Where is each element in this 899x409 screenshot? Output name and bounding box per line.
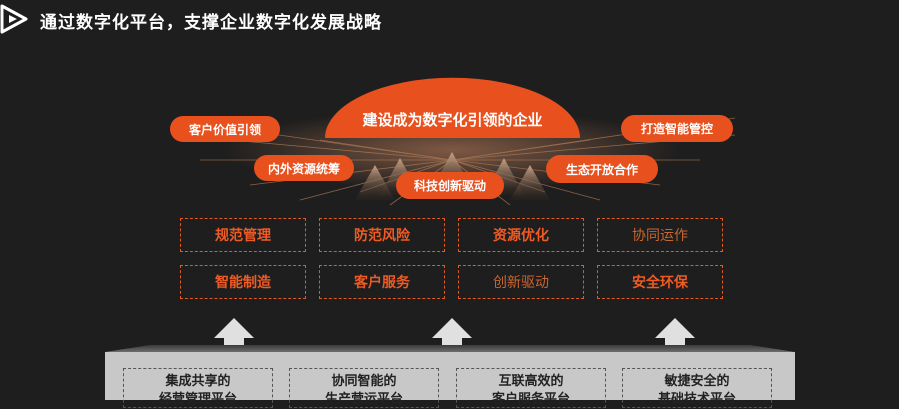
- platform-line1: 集成共享的: [165, 374, 231, 389]
- page-title: 通过数字化平台，支撑企业数字化发展战略: [40, 13, 382, 33]
- platform-box: 协同智能的 生产营运平台: [289, 368, 439, 408]
- platform-line2: 客户服务平台: [491, 392, 570, 407]
- capability-box: 智能制造: [180, 265, 306, 299]
- platform-line2: 生产营运平台: [324, 392, 403, 407]
- platform-line1: 互联高效的: [498, 374, 564, 389]
- play-triangle-icon: [0, 4, 28, 34]
- platform-line2: 经营管理平台: [158, 392, 237, 407]
- ellipse-smart-control: 打造智能管控: [621, 115, 733, 142]
- capability-box: 安全环保: [597, 265, 723, 299]
- capability-box: 资源优化: [458, 218, 584, 252]
- platform-line2: 基础技术平台: [657, 392, 736, 407]
- capability-box: 规范管理: [180, 218, 306, 252]
- capability-box: 创新驱动: [458, 265, 584, 299]
- ellipse-customer-value: 客户价值引领: [170, 116, 280, 142]
- platform-box: 集成共享的 经营管理平台: [123, 368, 273, 408]
- platform-box: 互联高效的 客户服务平台: [456, 368, 606, 408]
- strategy-diagram: 通过数字化平台，支撑企业数字化发展战略: [0, 4, 795, 408]
- capability-box: 协同运作: [597, 218, 723, 252]
- platform-line1: 敏捷安全的: [664, 374, 730, 389]
- ellipse-ecosystem: 生态开放合作: [546, 155, 658, 183]
- ellipse-resource: 内外资源统筹: [254, 155, 354, 181]
- platform-top: [105, 345, 795, 352]
- diagram-graphics: [105, 77, 795, 400]
- platform-box: 敏捷安全的 基础技术平台: [622, 368, 772, 408]
- platform-front: [105, 352, 795, 400]
- goal-dome: [325, 77, 580, 138]
- capability-box: 防范风险: [319, 218, 445, 252]
- goal-label: 建设成为数字化引领的企业: [362, 110, 543, 129]
- capability-box: 客户服务: [319, 265, 445, 299]
- ellipse-tech: 科技创新驱动: [396, 172, 504, 199]
- platform-line1: 协同智能的: [331, 374, 397, 389]
